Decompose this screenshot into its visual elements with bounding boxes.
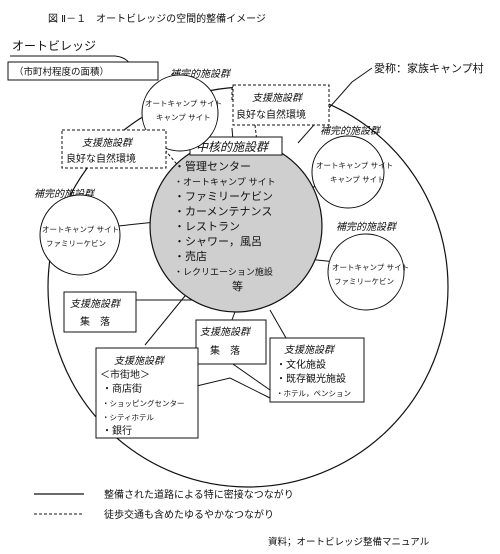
shien-box-left: 支援施設群 良好な自然環境 (61, 129, 167, 169)
shien-label: 支援施設群 (114, 355, 166, 367)
hokan-circle-right (311, 135, 385, 209)
core-item: ・シャワー，風呂 (174, 235, 262, 248)
aisho-label: 愛称：家族キャンプ村 (374, 61, 484, 75)
hokan-circle-left (39, 194, 121, 276)
shien-village-label: 集 落 (210, 344, 240, 357)
legend: 整備された道路による特に密接なつながり 徒歩交通も含めたゆるやかなつながり (34, 488, 294, 521)
outer-sub-label: （市町村程度の面積） (14, 66, 109, 78)
core-item: ・レクリエーション施設 (174, 266, 273, 278)
shien-culture-item: ・文化施設 (276, 358, 326, 371)
core-item: ・レストラン (174, 220, 240, 233)
hokan-site-label: オートキャンプ サイト (145, 99, 222, 108)
hokan-site-label: キャンプ サイト (156, 113, 211, 122)
shien-label: 支援施設群 (82, 137, 134, 149)
shien-culture-item: ・ホテル，ペンション (276, 389, 351, 398)
shien-label: 支援施設群 (252, 92, 304, 104)
shien-city-title: ＜市街地＞ (100, 368, 150, 381)
hokan-site-label: オートキャンプ サイト (42, 225, 119, 234)
shien-box-village-left: 支援施設群 集 落 (63, 291, 137, 333)
shien-label: 支援施設群 (70, 298, 122, 310)
core-heading: 中核的施設群 (196, 140, 270, 154)
core-item: ・カーメンテナンス (174, 205, 272, 218)
core-item: ・ファミリーケビン (174, 190, 273, 203)
core-item: ・売店 (174, 249, 207, 263)
shien-city-item: ・商店街 (102, 382, 142, 395)
core-item: ・管理センター (174, 159, 251, 173)
hokan-cabin-label: ファミリーケビン (334, 277, 394, 286)
shien-box-top: 支援施設群 良好な自然環境 (232, 84, 330, 126)
core-item-list: ・管理センター ・オートキャンプ サイト ・ファミリーケビン ・カーメンテナンス… (174, 159, 276, 293)
hokan-site-label: キャンプ サイト (330, 175, 385, 184)
shien-city-item: ・ショッピングセンター (102, 398, 185, 408)
outer-sub-box: （市町村程度の面積） (7, 61, 159, 81)
core-heading-box: 中核的施設群 (189, 136, 283, 156)
hokan-label: 補完的施設群 (336, 221, 398, 233)
shien-label: 支援施設群 (200, 326, 252, 338)
core-item: ・オートキャンプ サイト (174, 177, 276, 188)
core-item: 等 (232, 279, 243, 293)
shien-village-label: 集 落 (80, 315, 110, 328)
outer-label: オートビレッジ (12, 39, 96, 53)
legend-solid-label: 整備された道路による特に密接なつながり (104, 488, 294, 501)
link-village-culture (229, 361, 271, 391)
figure-title: 図 Ⅱ－１ オートビレッジの空間的整備イメージ (48, 12, 266, 25)
legend-dashed-label: 徒歩交通も含めたゆるやかなつながり (104, 508, 274, 521)
shien-culture-item: ・既存観光施設 (276, 372, 346, 385)
shien-nature-label: 良好な自然環境 (66, 152, 136, 165)
hokan-circle-right-lower (327, 233, 405, 311)
shien-box-culture: 支援施設群 ・文化施設 ・既存観光施設 ・ホテル，ペンション (269, 337, 365, 403)
hokan-label: 補完的施設群 (320, 125, 382, 137)
shien-nature-label: 良好な自然環境 (236, 108, 306, 121)
hokan-cabin-label: ファミリーケビン (46, 239, 106, 248)
shien-box-village-center: 支援施設群 集 落 (195, 319, 267, 365)
shien-label: 支援施設群 (284, 344, 336, 356)
shien-city-item: ・シティホテル (102, 413, 155, 422)
shien-city-item: ・銀行 (102, 424, 132, 437)
shien-box-city: 支援施設群 ＜市街地＞ ・商店街 ・ショッピングセンター ・シティホテル ・銀行 (95, 347, 199, 439)
hokan-site-label: オートキャンプ サイト (332, 263, 409, 272)
hokan-site-label: オートキャンプ サイト (316, 161, 393, 170)
source-note: 資料；オートビレッジ整備マニュアル (268, 536, 430, 548)
